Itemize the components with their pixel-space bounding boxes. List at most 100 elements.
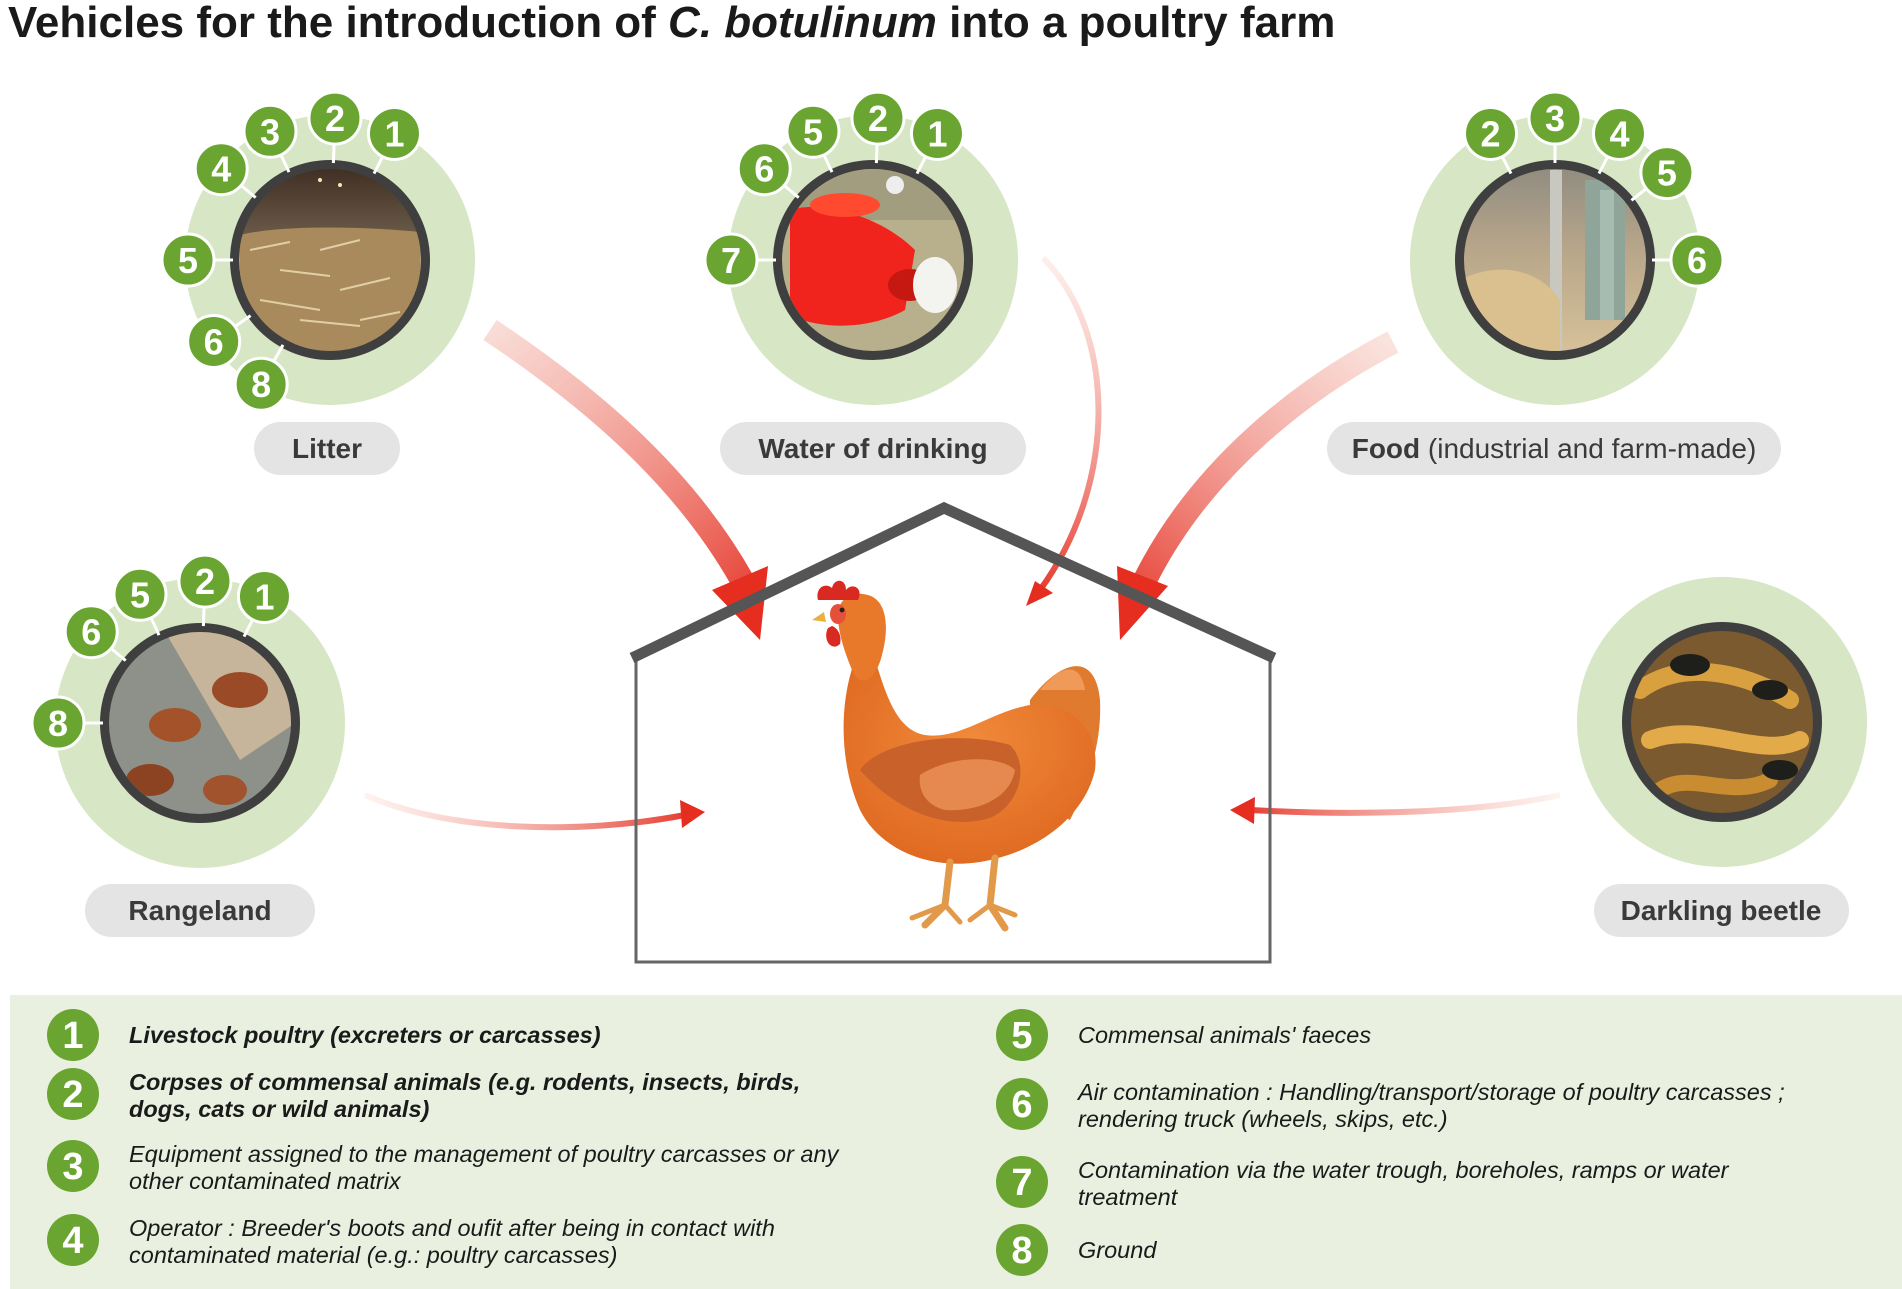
legend-number-7: 7 <box>1011 1162 1032 1204</box>
label-rangeland-text: Rangeland <box>128 895 271 926</box>
water-badge-7-text: 7 <box>721 240 741 281</box>
rangeland-badge-6: 6 <box>63 604 127 662</box>
source-litter <box>185 115 475 405</box>
legend-text-1-line-1: Livestock poultry (excreters or carcasse… <box>129 1022 601 1048</box>
legend-text-2-line-2: dogs, cats or wild animals) <box>129 1096 430 1122</box>
poultry-house-outline <box>629 501 1277 964</box>
label-water: Water of drinking <box>720 422 1026 475</box>
legend-item-4: 4 Operator : Breeder's boots and oufit af… <box>47 1214 775 1268</box>
rangeland-badge-8-text: 8 <box>48 703 68 744</box>
litter-badge-3-text: 3 <box>260 111 280 152</box>
litter-badge-1: 1 <box>366 105 422 175</box>
litter-badge-6: 6 <box>186 313 252 369</box>
litter-badge-8-text: 8 <box>251 364 271 405</box>
beetle-photo <box>1631 631 1813 813</box>
hen-icon <box>812 580 1101 932</box>
legend-text-6-line-2: rendering truck (wheels, skips, etc.) <box>1078 1106 1448 1132</box>
litter-badge-5-text: 5 <box>178 240 198 281</box>
rangeland-badge-5: 5 <box>112 566 168 636</box>
legend-number-5: 5 <box>1011 1015 1032 1057</box>
rangeland-badge-2-text: 2 <box>195 561 215 602</box>
legend-item-1: 1 Livestock poultry (excreters or carcass… <box>47 1009 601 1061</box>
rangeland-badge-5-text: 5 <box>130 574 150 615</box>
legend-number-6: 6 <box>1011 1084 1032 1126</box>
food-badge-2-text: 2 <box>1481 113 1501 154</box>
legend-number-1: 1 <box>62 1015 83 1057</box>
legend-number-2: 2 <box>62 1074 83 1116</box>
label-rangeland: Rangeland <box>85 884 315 937</box>
arrow-food <box>1117 331 1399 640</box>
arrow-beetle <box>1230 792 1561 824</box>
source-beetle <box>1577 577 1867 867</box>
legend-item-7: 7 Contamination via the water trough, bor… <box>996 1156 1730 1210</box>
arrow-water <box>1026 255 1102 606</box>
water-badge-1-text: 1 <box>927 113 947 154</box>
legend-item-5: 5 Commensal animals' faeces <box>996 1009 1371 1061</box>
litter-badge-4: 4 <box>193 141 257 199</box>
legend-text-4-line-2: contaminated material (e.g.: poultry car… <box>129 1242 618 1268</box>
legend-item-3: 3 Equipment assigned to the management of… <box>47 1140 840 1194</box>
label-food: Food (industrial and farm-made) <box>1327 422 1781 475</box>
food-badge-6: 6 <box>1652 232 1725 288</box>
water-badge-5: 5 <box>785 103 841 173</box>
legend-item-6: 6 Air contamination : Handling/transport/… <box>996 1078 1785 1132</box>
food-badge-3: 3 <box>1527 90 1583 163</box>
legend-text-8-line-1: Ground <box>1078 1237 1157 1263</box>
source-food <box>1410 115 1700 405</box>
water-badge-5-text: 5 <box>803 111 823 152</box>
label-beetle-text: Darkling beetle <box>1621 895 1822 926</box>
food-badge-4: 4 <box>1591 105 1647 175</box>
label-food-text: Food (industrial and farm-made) <box>1352 433 1757 464</box>
legend-text-7-line-1: Contamination via the water trough, bore… <box>1078 1157 1730 1183</box>
rangeland-badge-1-text: 1 <box>254 576 274 617</box>
label-beetle: Darkling beetle <box>1594 884 1849 937</box>
arrow-litter <box>483 320 768 640</box>
water-badge-6: 6 <box>736 141 800 199</box>
legend-text-6-line-1: Air contamination : Handling/transport/s… <box>1076 1079 1785 1105</box>
water-badge-1: 1 <box>909 105 965 175</box>
food-badge-2: 2 <box>1463 105 1519 175</box>
label-litter-text: Litter <box>292 433 362 464</box>
food-badge-4-text: 4 <box>1609 113 1629 154</box>
food-badge-6-text: 6 <box>1687 240 1707 281</box>
litter-badge-5: 5 <box>160 232 233 288</box>
litter-badge-1-text: 1 <box>384 113 404 154</box>
water-badge-6-text: 6 <box>754 149 774 190</box>
legend-text-4-line-1: Operator : Breeder's boots and oufit aft… <box>129 1215 775 1241</box>
litter-badge-2-text: 2 <box>325 98 345 139</box>
legend-text-5-line-1: Commensal animals' faeces <box>1078 1022 1371 1048</box>
litter-badge-2: 2 <box>307 90 363 164</box>
rangeland-badge-2: 2 <box>177 553 233 627</box>
water-badge-7: 7 <box>703 232 776 288</box>
rangeland-badge-1: 1 <box>236 568 292 638</box>
litter-photo <box>239 169 421 351</box>
litter-badge-8: 8 <box>233 344 289 412</box>
legend-text-2-line-1: Corpses of commensal animals (e.g. roden… <box>129 1069 800 1095</box>
label-water-text: Water of drinking <box>758 433 987 464</box>
food-badge-5: 5 <box>1630 145 1695 202</box>
legend-text-3-line-2: other contaminated matrix <box>129 1168 402 1194</box>
legend-panel <box>10 995 1902 1289</box>
legend-text-7-line-2: treatment <box>1078 1184 1179 1210</box>
legend: 1 Livestock poultry (excreters or carcass… <box>47 1009 1785 1276</box>
litter-badge-4-text: 4 <box>211 149 231 190</box>
water-badge-2: 2 <box>850 90 906 164</box>
food-badge-3-text: 3 <box>1545 98 1565 139</box>
food-photo <box>1464 169 1646 351</box>
legend-item-2: 2 Corpses of commensal animals (e.g. rode… <box>47 1068 800 1122</box>
rangeland-badge-6-text: 6 <box>81 612 101 653</box>
food-badge-5-text: 5 <box>1657 153 1677 194</box>
legend-text-3-line-1: Equipment assigned to the management of … <box>129 1141 840 1167</box>
water-badge-2-text: 2 <box>868 98 888 139</box>
source-water <box>728 115 1018 405</box>
page-title: Vehicles for the introduction of C. botu… <box>8 0 1335 47</box>
rangeland-badge-8: 8 <box>30 695 103 751</box>
label-litter: Litter <box>254 422 400 475</box>
legend-number-3: 3 <box>62 1146 83 1188</box>
legend-number-4: 4 <box>62 1220 83 1262</box>
arrow-rangeland <box>363 792 705 831</box>
source-rangeland <box>55 578 345 868</box>
